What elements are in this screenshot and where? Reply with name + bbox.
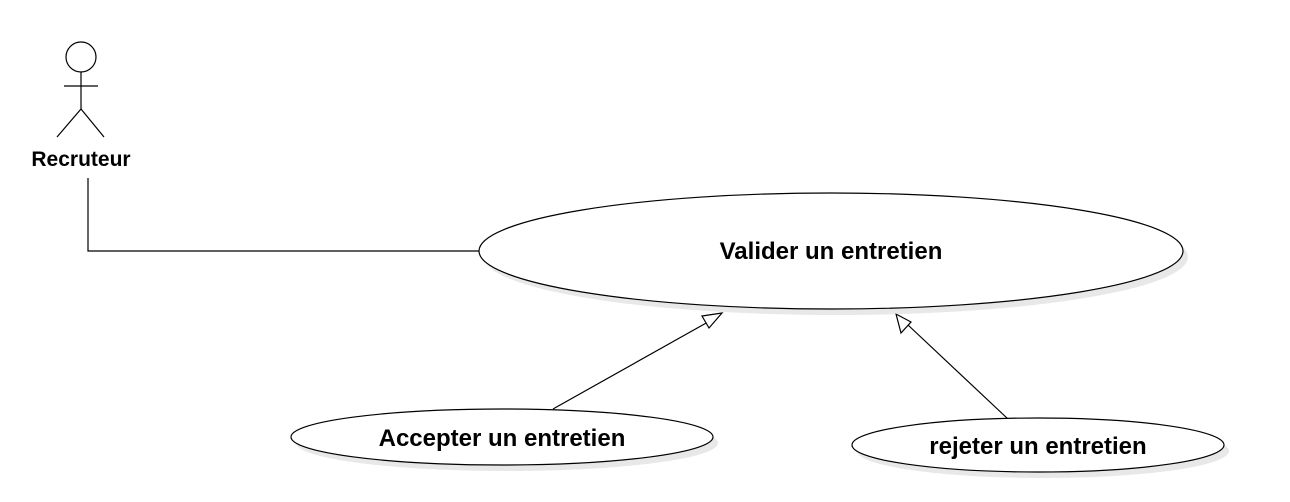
generalization-line [552,321,709,410]
use-case-ellipse [290,408,714,466]
use-case-accepter: Accepter un entretien [290,408,718,471]
actor-left-leg [56,108,82,138]
generalization-line [907,324,1009,420]
association-line [87,178,479,252]
actor-recruteur: Recruteur [31,41,131,171]
use-case-label: Valider un entretien [720,238,943,265]
actor-right-leg [80,108,105,138]
use-case-label: Accepter un entretien [379,425,626,452]
generalization-arrowhead [895,312,912,335]
actor-label: Recruteur [31,148,130,171]
generalization-reject [895,312,1009,420]
generalization-arrowhead [701,312,724,330]
use-case-ellipse [478,192,1184,310]
use-case-ellipse [851,417,1225,473]
use-case-label: rejeter un entretien [929,433,1146,460]
use-case-rejeter: rejeter un entretien [851,417,1229,478]
generalization-accept [552,312,724,410]
use-case-valider: Valider un entretien [478,192,1188,315]
actor-head [65,41,97,73]
